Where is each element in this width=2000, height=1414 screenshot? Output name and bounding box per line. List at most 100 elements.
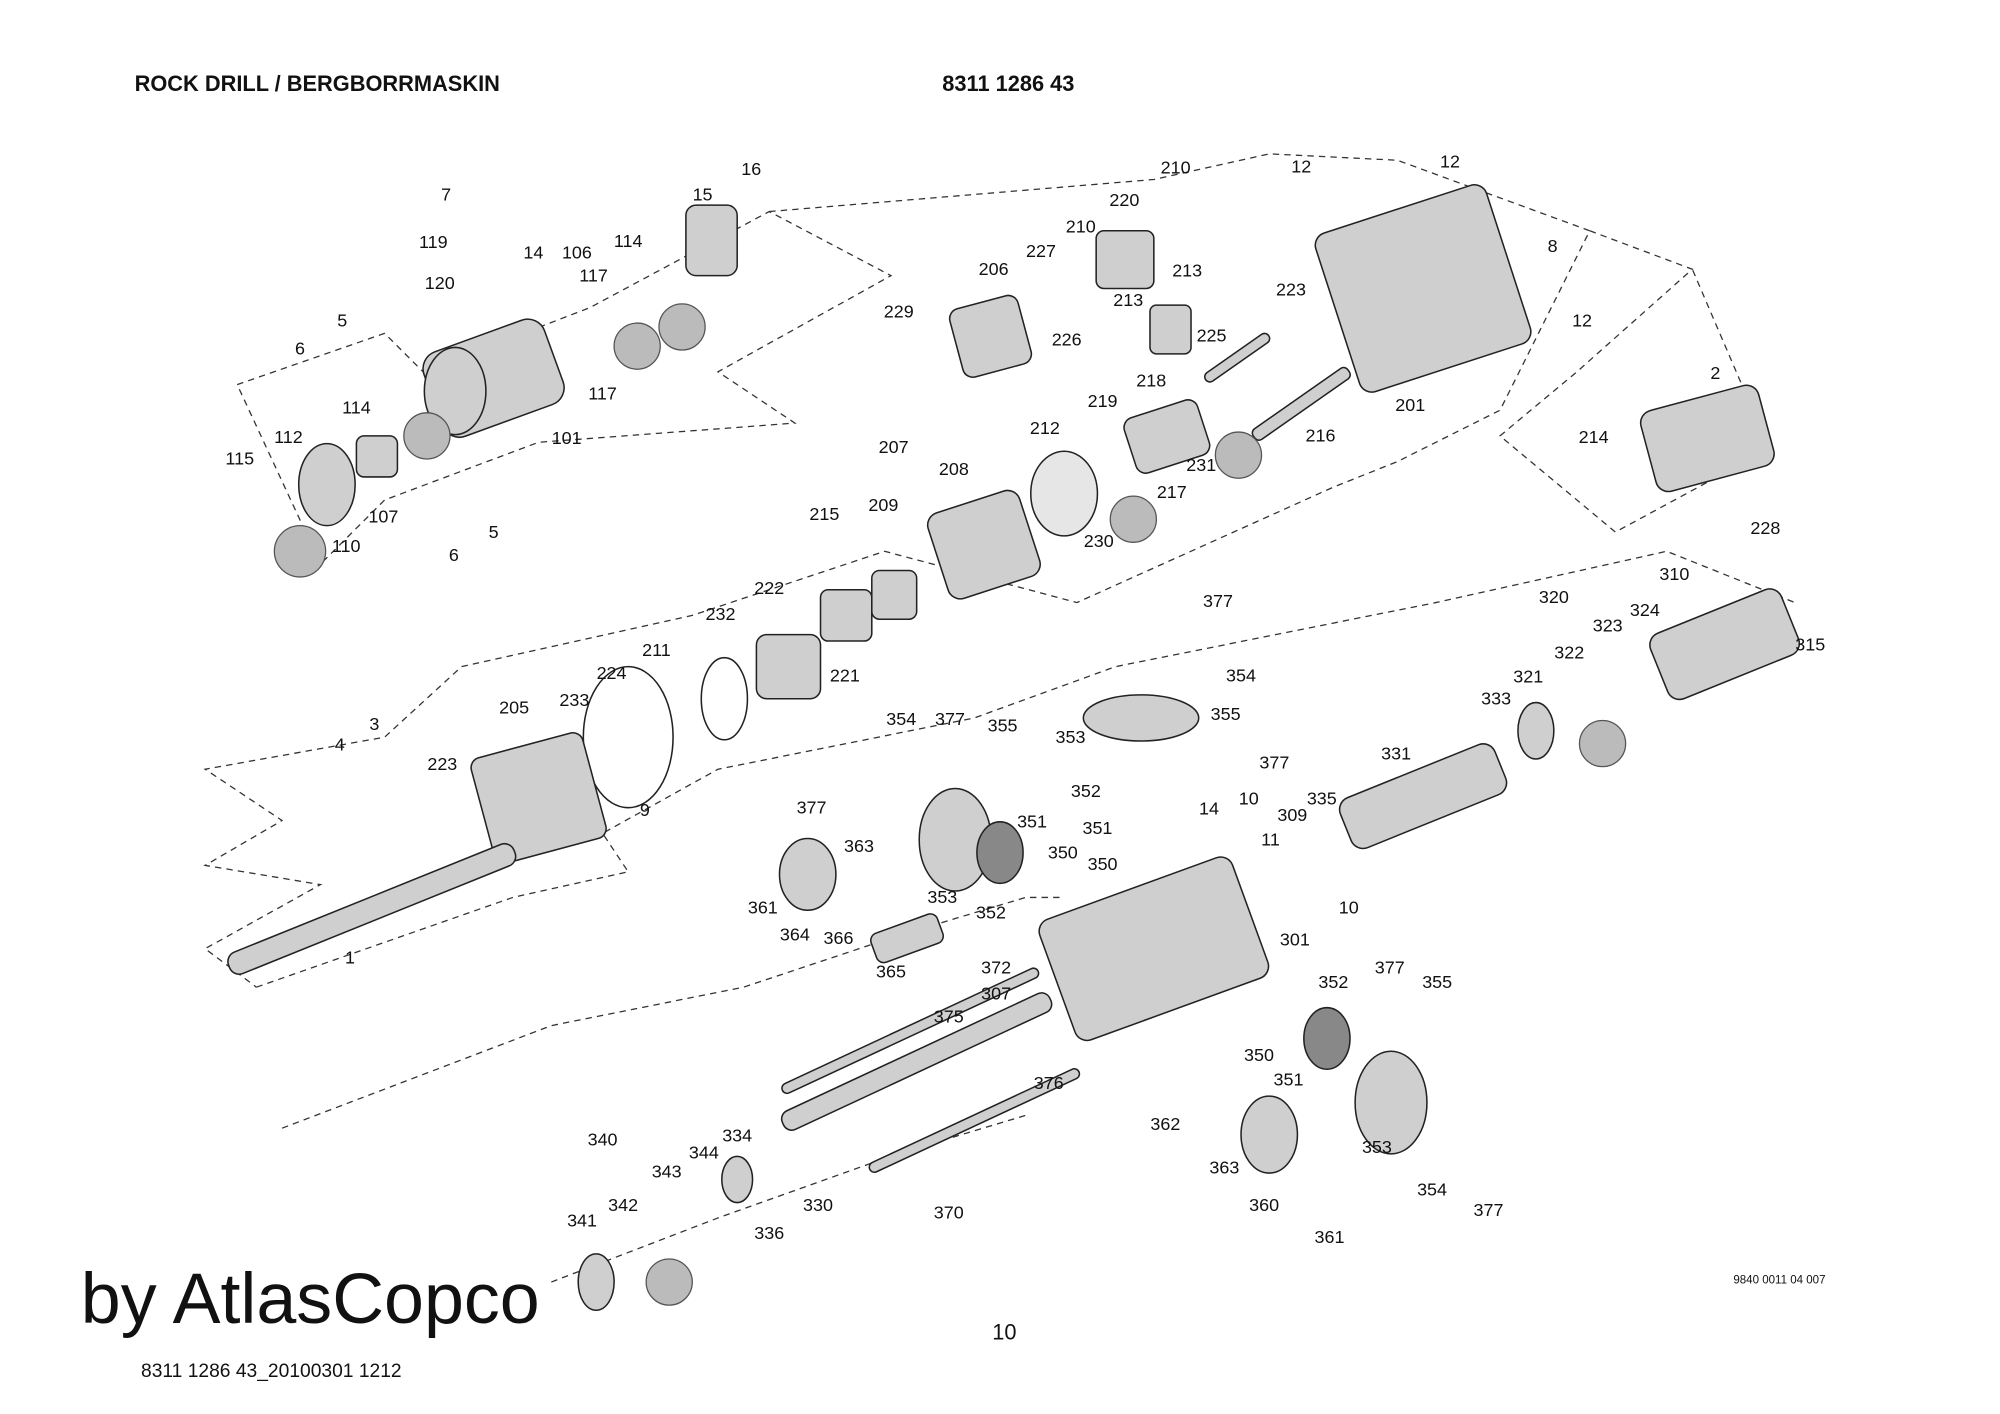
part-callout-label[interactable]: 351 (1017, 810, 1048, 832)
part-callout-label[interactable]: 377 (935, 708, 965, 729)
part-callout-label[interactable]: 223 (427, 753, 458, 774)
part-callout-label[interactable]: 14 (523, 241, 544, 263)
part-callout-label[interactable]: 112 (274, 426, 303, 447)
part-callout-label[interactable]: 5 (337, 309, 348, 331)
part-callout-label[interactable]: 229 (883, 300, 914, 322)
part-callout-label[interactable]: 119 (419, 231, 448, 252)
part-callout-label[interactable]: 324 (1629, 599, 1660, 620)
part-callout-label[interactable]: 344 (688, 1141, 719, 1163)
part-callout-label[interactable]: 364 (779, 923, 810, 945)
part-callout-label[interactable]: 211 (642, 639, 671, 660)
part-callout-label[interactable]: 343 (651, 1160, 682, 1182)
part-callout-label[interactable]: 11 (1261, 828, 1280, 850)
part-callout-label[interactable]: 201 (1395, 394, 1426, 415)
part-callout-label[interactable]: 3 (369, 713, 380, 734)
part-callout-label[interactable]: 354 (1226, 664, 1256, 686)
part-callout-label[interactable]: 366 (823, 927, 854, 949)
part-callout-label[interactable]: 12 (1440, 150, 1460, 172)
part-callout-label[interactable]: 205 (499, 696, 530, 718)
part-callout-label[interactable]: 212 (1029, 417, 1060, 438)
part-callout-label[interactable]: 214 (1578, 426, 1609, 447)
part-callout-label[interactable]: 342 (608, 1194, 639, 1215)
part-callout-label[interactable]: 321 (1513, 666, 1544, 687)
part-callout-label[interactable]: 206 (978, 258, 1009, 279)
part-callout-label[interactable]: 330 (802, 1194, 833, 1215)
part-callout-label[interactable]: 377 (1259, 751, 1290, 773)
part-callout-label[interactable]: 225 (1196, 324, 1227, 346)
part-callout-label[interactable]: 232 (705, 603, 736, 624)
part-callout-label[interactable]: 208 (938, 458, 969, 479)
part-callout-label[interactable]: 218 (1136, 369, 1167, 391)
part-callout-label[interactable]: 114 (613, 230, 643, 251)
part-callout-label[interactable]: 335 (1306, 787, 1337, 809)
part-callout-label[interactable]: 352 (1070, 780, 1101, 801)
part-callout-label[interactable]: 12 (1291, 155, 1312, 177)
part-callout-label[interactable]: 117 (579, 264, 608, 286)
part-callout-label[interactable]: 320 (1538, 586, 1569, 608)
part-callout-label[interactable]: 355 (1210, 703, 1241, 724)
part-callout-label[interactable]: 219 (1087, 390, 1118, 411)
part-callout-label[interactable]: 322 (1554, 641, 1585, 663)
part-callout-label[interactable]: 1 (345, 946, 355, 968)
part-callout-label[interactable]: 365 (876, 960, 906, 982)
part-callout-label[interactable]: 107 (368, 505, 399, 527)
part-callout-label[interactable]: 336 (754, 1222, 785, 1243)
part-callout-label[interactable]: 16 (741, 158, 762, 179)
part-callout-label[interactable]: 372 (981, 957, 1012, 978)
part-callout-label[interactable]: 117 (588, 382, 617, 404)
part-callout-label[interactable]: 352 (976, 901, 1006, 923)
part-callout-label[interactable]: 4 (334, 733, 345, 755)
part-callout-label[interactable]: 220 (1109, 189, 1140, 210)
part-callout-label[interactable]: 315 (1795, 633, 1826, 655)
part-callout-label[interactable]: 233 (559, 689, 590, 710)
part-callout-label[interactable]: 361 (747, 896, 778, 918)
part-callout-label[interactable]: 227 (1026, 240, 1056, 261)
part-callout-label[interactable]: 9 (639, 799, 650, 820)
part-callout-label[interactable]: 353 (1361, 1136, 1392, 1158)
part-callout-label[interactable]: 10 (1238, 787, 1259, 809)
part-callout-label[interactable]: 350 (1047, 841, 1078, 863)
part-callout-label[interactable]: 215 (809, 503, 840, 524)
part-callout-label[interactable]: 377 (1374, 957, 1405, 978)
part-callout-label[interactable]: 230 (1083, 530, 1114, 551)
part-callout-label[interactable]: 323 (1592, 614, 1623, 636)
part-callout-label[interactable]: 309 (1277, 804, 1308, 825)
part-callout-label[interactable]: 376 (1033, 1072, 1064, 1093)
part-callout-label[interactable]: 377 (1473, 1199, 1504, 1220)
part-callout-label[interactable]: 5 (488, 521, 499, 542)
part-callout-label[interactable]: 351 (1082, 817, 1113, 838)
part-callout-label[interactable]: 228 (1750, 517, 1781, 538)
part-callout-label[interactable]: 2 (1710, 362, 1721, 383)
part-callout-label[interactable]: 231 (1186, 454, 1217, 475)
part-callout-label[interactable]: 14 (1198, 798, 1219, 819)
part-callout-label[interactable]: 350 (1087, 853, 1118, 874)
part-callout-label[interactable]: 221 (829, 664, 860, 686)
part-callout-label[interactable]: 216 (1305, 424, 1336, 446)
part-callout-label[interactable]: 331 (1381, 742, 1412, 764)
part-callout-label[interactable]: 224 (596, 662, 627, 683)
part-callout-label[interactable]: 6 (448, 544, 459, 565)
part-callout-label[interactable]: 341 (567, 1209, 598, 1231)
part-callout-label[interactable]: 7 (441, 183, 452, 205)
part-callout-label[interactable]: 10 (1338, 896, 1359, 918)
part-callout-label[interactable]: 209 (868, 494, 899, 515)
part-callout-label[interactable]: 106 (561, 241, 592, 263)
part-callout-label[interactable]: 8 (1547, 235, 1558, 256)
part-callout-label[interactable]: 360 (1249, 1194, 1280, 1215)
part-callout-label[interactable]: 340 (587, 1128, 618, 1150)
part-callout-label[interactable]: 377 (1202, 590, 1233, 611)
part-callout-label[interactable]: 361 (1314, 1226, 1345, 1247)
part-callout-label[interactable]: 223 (1276, 278, 1306, 300)
part-callout-label[interactable]: 355 (1422, 971, 1453, 992)
part-callout-label[interactable]: 354 (1417, 1178, 1448, 1200)
part-callout-label[interactable]: 210 (1160, 157, 1191, 178)
part-callout-label[interactable]: 354 (886, 708, 917, 729)
part-callout-label[interactable]: 375 (933, 1005, 964, 1027)
part-callout-label[interactable]: 217 (1156, 481, 1187, 502)
part-callout-label[interactable]: 114 (342, 396, 371, 418)
part-callout-label[interactable]: 363 (1209, 1157, 1240, 1178)
part-callout-label[interactable]: 353 (1055, 726, 1086, 747)
part-callout-label[interactable]: 352 (1318, 971, 1349, 992)
part-callout-label[interactable]: 355 (987, 714, 1018, 736)
part-callout-label[interactable]: 210 (1065, 216, 1096, 237)
